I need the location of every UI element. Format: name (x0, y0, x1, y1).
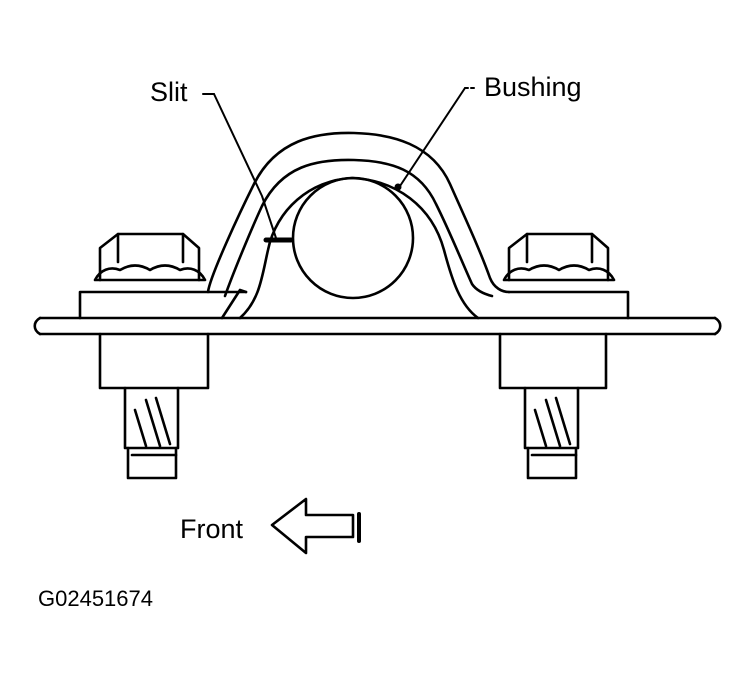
slit-label: Slit (150, 77, 188, 107)
right-bolt (498, 232, 616, 480)
bushing-label: Bushing (484, 72, 582, 102)
left-bolt (93, 232, 210, 480)
frame-rail (33, 316, 722, 336)
front-label: Front (180, 514, 244, 544)
bushing-leader-dot (394, 183, 402, 191)
figure-code: G02451674 (38, 586, 153, 611)
bushing (238, 176, 480, 320)
slit-leader (202, 93, 277, 239)
bracket-base-plate (78, 290, 630, 320)
stabilizer-bar (291, 176, 415, 300)
bushing-bracket (206, 131, 511, 320)
bushing-leader (399, 87, 477, 187)
front-arrow-icon (270, 497, 361, 555)
